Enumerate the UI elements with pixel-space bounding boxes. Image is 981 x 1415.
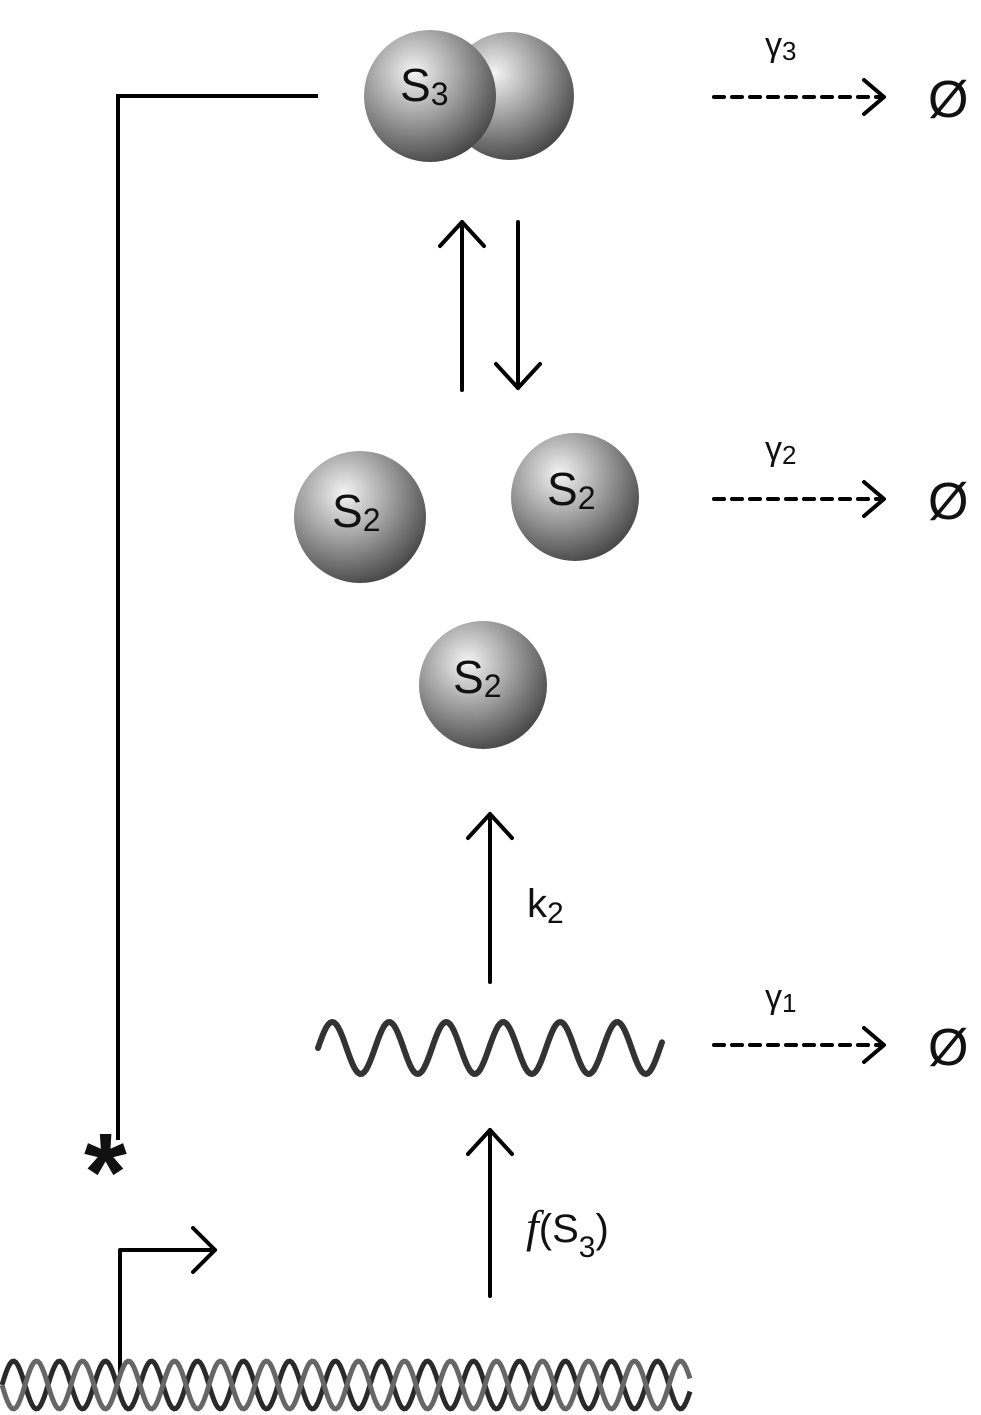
monomer-label-left: S2 — [332, 485, 381, 538]
dimer-label: S3 — [400, 59, 449, 112]
degradation-arrow-s3 — [712, 78, 886, 116]
monomer-label-right: S2 — [547, 463, 596, 516]
feedback-line — [116, 94, 318, 1140]
translation-arrow — [466, 812, 514, 984]
transcription-rate-label: f(S3) — [526, 1201, 609, 1264]
null-product-mrna: Ø — [928, 1019, 969, 1077]
transcription-arrow — [466, 1128, 514, 1298]
monomer-s2-bottom — [419, 621, 547, 749]
dna-helix — [0, 1358, 693, 1412]
monomer-s2-left — [294, 451, 426, 583]
translation-rate-label: k2 — [527, 882, 564, 930]
degradation-arrow-mrna — [712, 1026, 886, 1064]
promoter-arrow — [118, 1226, 217, 1374]
monomer-label-bottom: S2 — [453, 651, 502, 704]
null-product-s2: Ø — [928, 473, 969, 531]
gamma1-label: γ1 — [765, 978, 797, 1018]
dna-strand-2 — [0, 1358, 693, 1412]
feedback-marker: * — [84, 1111, 127, 1234]
degradation-arrow-s2 — [712, 480, 886, 518]
dimerization-arrows — [438, 220, 542, 392]
dimer-s3 — [364, 30, 574, 162]
mrna-strand — [315, 1018, 665, 1078]
gamma3-label: γ3 — [765, 26, 797, 66]
mrna-wave — [315, 1018, 665, 1078]
null-product-s3: Ø — [928, 71, 969, 129]
monomer-s2-right — [511, 433, 639, 561]
gamma2-label: γ2 — [765, 430, 797, 470]
